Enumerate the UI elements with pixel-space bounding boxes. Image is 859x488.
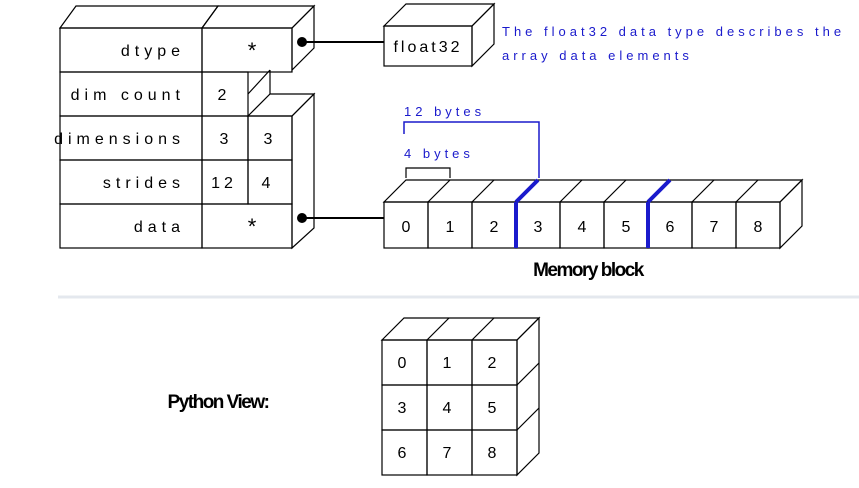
memory-cell-value: 0 [402, 219, 411, 236]
memory-cell-value: 7 [710, 219, 719, 236]
memory-cell-top-edge [427, 179, 451, 203]
grid-top-face [380, 317, 541, 341]
dimensions-value-1: 3 [264, 131, 273, 148]
grid-side-edge [516, 407, 540, 431]
header-top-face-value [200, 5, 316, 29]
grid-top-edge [471, 317, 495, 341]
memory-cell-value: 8 [754, 219, 763, 236]
grid-right-face [516, 316, 540, 477]
header-struct [58, 4, 316, 250]
bracket-12-bytes [403, 121, 540, 178]
header-right-face-lower [291, 92, 315, 250]
memory-cell-top-edge [646, 178, 672, 204]
header-top-face-lower [246, 93, 316, 117]
strides-value-0: 12 [211, 175, 237, 192]
memory-cell-top-edge [471, 179, 495, 203]
dim-count-value: 2 [218, 87, 227, 104]
grid-side-edge [516, 362, 540, 386]
memory-cell-top-edge [559, 179, 583, 203]
float32-label: float32 [393, 39, 462, 56]
memory-right-face [779, 178, 803, 250]
memory-block-label: Memory block [533, 260, 645, 281]
dimensions-value-0: 3 [220, 131, 229, 148]
bracket-12-bytes-label: 12 bytes [404, 104, 485, 119]
data-pointer-value: * [248, 214, 257, 239]
grid-cell-value: 5 [488, 400, 497, 417]
python-view-label: Python View: [168, 392, 269, 413]
memory-block: 0 1 2 3 4 5 6 7 8 [382, 178, 804, 250]
grid-cell-value: 8 [488, 445, 497, 462]
field-label-strides: strides [103, 175, 185, 192]
dtype-note-line1: The float32 data type describes the [502, 24, 845, 39]
grid-cell-value: 1 [443, 355, 452, 372]
memory-cell-top-edge [691, 179, 715, 203]
memory-cell-top-edge [735, 179, 759, 203]
grid-cell-value: 4 [443, 400, 452, 417]
memory-cell-value: 4 [578, 219, 587, 236]
grid-cell [471, 429, 518, 476]
float32-box [382, 2, 496, 68]
memory-cell-top-edge [603, 179, 627, 203]
strides-value-1: 4 [262, 175, 271, 192]
field-label-data: data [134, 219, 185, 236]
memory-cell-value: 6 [666, 219, 675, 236]
header-top-face [58, 5, 220, 29]
memory-cell-value: 3 [534, 219, 543, 236]
field-label-dim-count: dim count [71, 87, 185, 104]
field-label-dtype: dtype [121, 43, 185, 60]
memory-cell-value: 2 [490, 219, 499, 236]
grid-cell-value: 2 [488, 355, 497, 372]
memory-cell [735, 201, 781, 249]
field-label-dimensions: dimensions [54, 131, 185, 148]
data-pointer-connector [297, 213, 384, 223]
dtype-note-line2: array data elements [502, 48, 693, 63]
bracket-4-bytes [405, 167, 451, 178]
dtype-pointer-connector [297, 37, 384, 47]
grid-cell-value: 3 [398, 400, 407, 417]
memory-cell-top-edge [514, 178, 540, 204]
python-view-grid: 0 1 2 3 4 5 6 7 8 [380, 316, 541, 477]
grid-top-edge [426, 317, 450, 341]
dtype-pointer-value: * [248, 38, 257, 63]
memory-cell-value: 1 [446, 219, 455, 236]
grid-cell-value: 0 [398, 355, 407, 372]
grid-cell-value: 6 [398, 445, 407, 462]
bracket-4-bytes-label: 4 bytes [404, 146, 474, 161]
memory-cell-value: 5 [622, 219, 631, 236]
grid-cell-value: 7 [443, 445, 452, 462]
